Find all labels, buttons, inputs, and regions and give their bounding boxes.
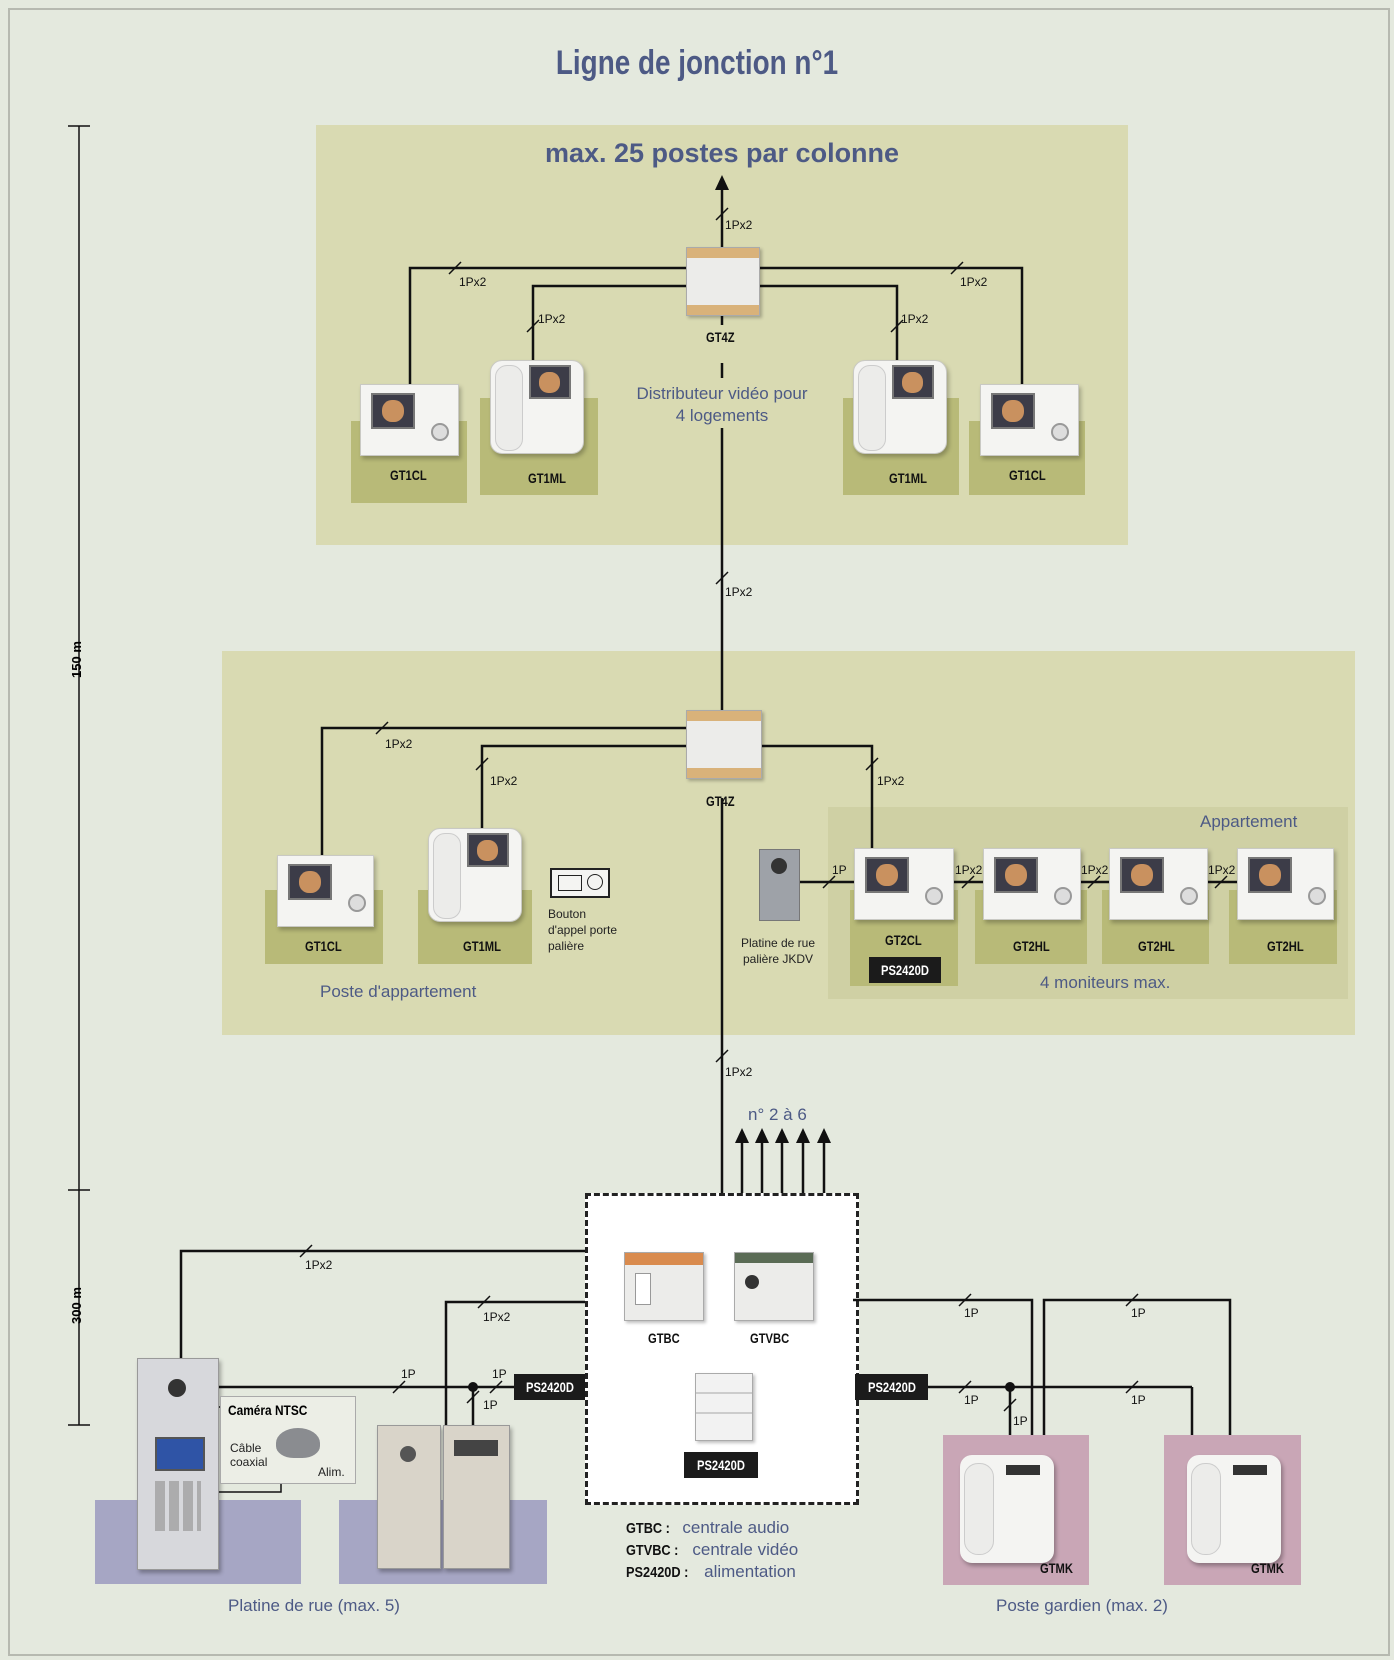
wire-label: 1Px2 bbox=[955, 863, 983, 877]
wire-label: 1Px2 bbox=[1208, 863, 1236, 877]
device-label: GT2HL bbox=[1267, 938, 1304, 954]
gt2cl-monitor bbox=[854, 848, 954, 920]
gt4z-mid-label: GT4Z bbox=[706, 793, 735, 809]
jkdv-door-panel bbox=[759, 849, 800, 921]
wire-label: 1Px2 bbox=[490, 774, 518, 788]
device-label: GTMK bbox=[1040, 1560, 1073, 1576]
jkdv-caption: Platine de rue palière JKDV bbox=[740, 936, 816, 966]
device-label: GT1CL bbox=[390, 467, 427, 483]
street-panel-keypad-2 bbox=[443, 1425, 510, 1569]
wire-label: 1P bbox=[492, 1367, 507, 1381]
platine-caption: Platine de rue (max. 5) bbox=[228, 1596, 400, 1615]
wire-label: 1P bbox=[964, 1393, 979, 1407]
frame-border bbox=[8, 8, 1390, 1656]
street-panel-keypad bbox=[137, 1358, 219, 1570]
gt1cl-mid-monitor bbox=[277, 855, 374, 927]
door-bell-button-icon bbox=[550, 868, 610, 898]
scale-label-150m: 150 m bbox=[68, 641, 84, 678]
device-label: GT1CL bbox=[1009, 467, 1046, 483]
risers-label: n° 2 à 6 bbox=[748, 1105, 807, 1124]
gtbc-label: GTBC bbox=[648, 1330, 680, 1346]
wire-label: 1Px2 bbox=[877, 774, 905, 788]
wire-label: 1P bbox=[1131, 1393, 1146, 1407]
device-label: GT2HL bbox=[1138, 938, 1175, 954]
ps2420d-badge-appartement: PS2420D bbox=[869, 957, 941, 983]
device-label: GT1CL bbox=[305, 938, 342, 954]
wire-label: 1Px2 bbox=[901, 312, 929, 326]
gt4z-top-label: GT4Z bbox=[706, 329, 735, 345]
device-label: GT2CL bbox=[885, 932, 922, 948]
wire-label: 1Px2 bbox=[1081, 863, 1109, 877]
ps2420d-badge-left: PS2420D bbox=[514, 1374, 585, 1400]
camera-title: Caméra NTSC bbox=[228, 1402, 308, 1418]
appartement-label: Appartement bbox=[1200, 812, 1298, 831]
gtvbc-label: GTVBC bbox=[750, 1330, 790, 1346]
device-label: GT1ML bbox=[528, 470, 566, 486]
gt2hl-monitor-2 bbox=[1109, 848, 1208, 920]
legend-ps2420d: PS2420D : alimentation bbox=[626, 1562, 796, 1581]
device-label: GT1ML bbox=[889, 470, 927, 486]
distributor-caption: Distributeur vidéo pour 4 logements bbox=[636, 384, 808, 425]
wire-label: 1Px2 bbox=[483, 1310, 511, 1324]
wire-label: 1P bbox=[1013, 1414, 1028, 1428]
gt4z-top-device bbox=[686, 247, 760, 316]
device-label: GT2HL bbox=[1013, 938, 1050, 954]
wire-label: 1P bbox=[832, 863, 847, 877]
gt1ml-top-right-monitor bbox=[853, 360, 947, 454]
device-label: GT1ML bbox=[463, 938, 501, 954]
wire-label: 1P bbox=[483, 1398, 498, 1412]
wire-label: 1P bbox=[1131, 1306, 1146, 1320]
legend-gtbc: GTBC : centrale audio bbox=[626, 1518, 790, 1537]
gardien-caption: Poste gardien (max. 2) bbox=[996, 1596, 1168, 1615]
wire-label: 1Px2 bbox=[385, 737, 413, 751]
wire-label: 1Px2 bbox=[725, 1065, 753, 1079]
gt1cl-top-right-monitor bbox=[980, 384, 1079, 456]
gtmk-phone-right bbox=[1187, 1455, 1281, 1563]
legend-gtvbc: GTVBC : centrale vidéo bbox=[626, 1540, 799, 1559]
poste-caption: Poste d'appartement bbox=[320, 982, 477, 1001]
top-zone-heading: max. 25 postes par colonne bbox=[544, 138, 900, 168]
street-panel-audio bbox=[377, 1425, 441, 1569]
wire-label: 1P bbox=[401, 1367, 416, 1381]
bouton-caption: Bouton d'appel porte palière bbox=[548, 907, 618, 953]
ps2420d-device bbox=[695, 1373, 753, 1441]
camera-cable-caption: Câble coaxial bbox=[230, 1441, 268, 1469]
camera-icon bbox=[276, 1428, 320, 1458]
scale-label-300m: 300 m bbox=[68, 1287, 84, 1324]
wire-label: 1Px2 bbox=[305, 1258, 333, 1272]
monitors-caption: 4 moniteurs max. bbox=[1040, 973, 1171, 992]
wire-label: 1Px2 bbox=[725, 218, 753, 232]
page-title: Ligne de jonction n°1 bbox=[555, 44, 839, 82]
gt2hl-monitor-3 bbox=[1237, 848, 1334, 920]
gtbc-device bbox=[624, 1252, 704, 1321]
wire-label: 1P bbox=[964, 1306, 979, 1320]
wire-label: 1Px2 bbox=[459, 275, 487, 289]
gt4z-mid-device bbox=[686, 710, 762, 779]
camera-alim-label: Alim. bbox=[318, 1465, 345, 1479]
gt1ml-top-left-monitor bbox=[490, 360, 584, 454]
gt1ml-mid-monitor bbox=[428, 828, 522, 922]
gt1cl-top-left-monitor bbox=[360, 384, 459, 456]
wire-label: 1Px2 bbox=[960, 275, 988, 289]
ps2420d-badge-right: PS2420D bbox=[855, 1374, 928, 1400]
gtvbc-device bbox=[734, 1252, 814, 1321]
gtmk-phone-left bbox=[960, 1455, 1054, 1563]
wire-label: 1Px2 bbox=[538, 312, 566, 326]
ps2420d-badge-central: PS2420D bbox=[684, 1452, 758, 1478]
gt2hl-monitor-1 bbox=[983, 848, 1081, 920]
device-label: GTMK bbox=[1251, 1560, 1284, 1576]
wire-label: 1Px2 bbox=[725, 585, 753, 599]
